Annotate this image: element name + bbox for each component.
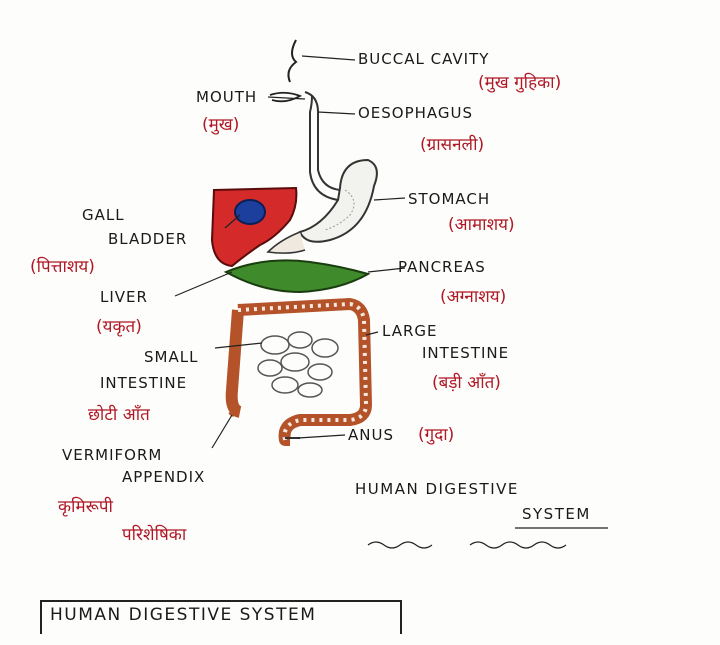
duodenum-shape bbox=[266, 231, 306, 254]
side-title-underline bbox=[367, 541, 567, 549]
label-large: LARGE bbox=[382, 322, 438, 340]
small-intestine-shape bbox=[257, 331, 339, 398]
label-bladder: BLADDER bbox=[108, 230, 188, 248]
label-pancreas-hindi: (अग्नाशय) bbox=[440, 287, 507, 307]
label-small-intestine-hindi: छोटी आँत bbox=[88, 405, 150, 425]
label-stomach: STOMACH bbox=[408, 190, 491, 208]
mouth-lip bbox=[269, 91, 303, 103]
label-large-intestine: INTESTINE bbox=[422, 344, 510, 362]
stomach-shape bbox=[298, 158, 378, 243]
footer-title-box bbox=[40, 600, 402, 634]
label-pancreas: PANCREAS bbox=[398, 258, 486, 276]
label-buccal-cavity: BUCCAL CAVITY bbox=[358, 50, 490, 68]
buccal-cavity-shape bbox=[287, 39, 298, 83]
label-liver: LIVER bbox=[100, 288, 148, 306]
oesophagus-tube bbox=[304, 91, 341, 191]
large-intestine-shape bbox=[237, 298, 372, 446]
liver-shape bbox=[210, 186, 298, 268]
label-gall-bladder-hindi: (पित्ताशय) bbox=[30, 257, 95, 277]
label-small-intestine: INTESTINE bbox=[100, 374, 188, 392]
label-liver-hindi: (यकृत) bbox=[96, 317, 142, 337]
pancreas-shape bbox=[223, 259, 371, 294]
side-title-line1: HUMAN DIGESTIVE bbox=[355, 480, 519, 498]
label-anus-hindi: (गुदा) bbox=[418, 425, 455, 445]
label-appendix-hindi-2: परिशेषिका bbox=[122, 525, 187, 545]
label-stomach-hindi: (आमाशय) bbox=[448, 215, 515, 235]
label-anus: ANUS bbox=[348, 426, 394, 444]
label-vermiform: VERMIFORM bbox=[62, 446, 163, 464]
side-title-line2: SYSTEM bbox=[522, 505, 591, 523]
label-appendix: APPENDIX bbox=[122, 468, 206, 486]
appendix-shape bbox=[228, 409, 238, 417]
label-oesophagus: OESOPHAGUS bbox=[358, 104, 474, 122]
label-mouth: MOUTH bbox=[196, 88, 258, 106]
label-gall: GALL bbox=[82, 206, 125, 224]
label-large-intestine-hindi: (बड़ी आँत) bbox=[432, 373, 501, 393]
label-oesophagus-hindi: (ग्रासनली) bbox=[420, 135, 485, 155]
footer-title: HUMAN DIGESTIVE SYSTEM bbox=[50, 605, 317, 625]
label-buccal-cavity-hindi: (मुख गुहिका) bbox=[478, 73, 562, 93]
gall-bladder-shape bbox=[234, 199, 266, 225]
label-appendix-hindi-1: कृमिरूपी bbox=[58, 497, 113, 517]
label-small: SMALL bbox=[144, 348, 199, 366]
label-mouth-hindi: (मुख) bbox=[202, 115, 240, 135]
